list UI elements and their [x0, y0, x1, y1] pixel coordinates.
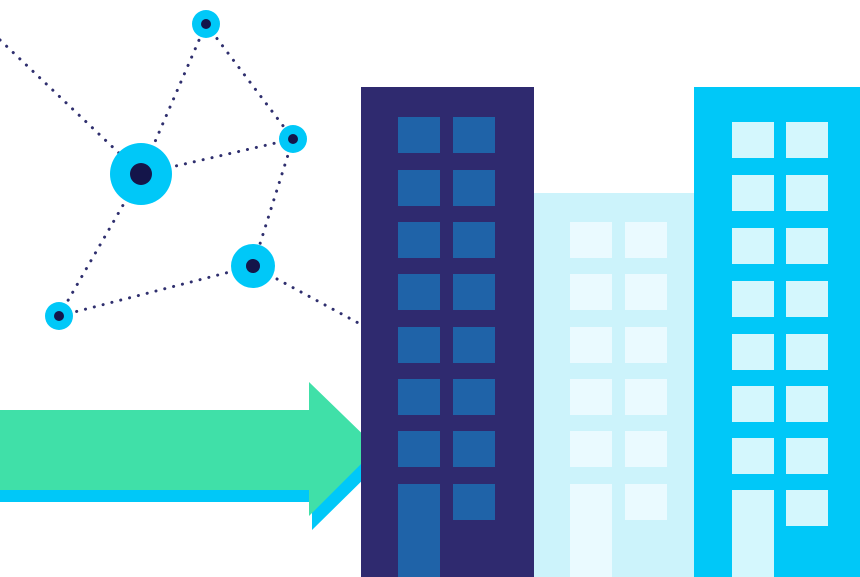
window	[570, 274, 612, 310]
network-link	[57, 264, 255, 318]
right-arrow-icon	[0, 382, 380, 530]
window	[625, 222, 667, 258]
node-core	[54, 311, 64, 321]
window	[625, 431, 667, 467]
window	[732, 334, 774, 370]
building-dark-windows	[398, 117, 495, 577]
window	[625, 327, 667, 363]
window	[732, 490, 774, 577]
window	[786, 228, 828, 264]
building-cyan-body	[694, 87, 860, 577]
arrow-face	[0, 382, 377, 516]
window	[453, 379, 495, 415]
window	[398, 484, 440, 577]
window	[570, 431, 612, 467]
building-dark	[361, 87, 534, 577]
window	[453, 274, 495, 310]
window	[453, 222, 495, 258]
window	[453, 170, 495, 206]
network-node	[110, 143, 172, 205]
window	[786, 438, 828, 474]
window	[732, 228, 774, 264]
window	[570, 379, 612, 415]
window	[398, 170, 440, 206]
node-core	[201, 19, 211, 29]
window	[732, 122, 774, 158]
building-light	[533, 193, 695, 577]
network-link	[204, 22, 295, 141]
building-cyan-windows	[732, 122, 828, 577]
window	[732, 175, 774, 211]
window	[625, 379, 667, 415]
window	[625, 274, 667, 310]
building-light-body	[533, 193, 695, 577]
window	[398, 117, 440, 153]
window	[398, 274, 440, 310]
window	[453, 327, 495, 363]
window	[786, 122, 828, 158]
network-node	[45, 302, 73, 330]
network-node	[192, 10, 220, 38]
network-graph-icon	[0, 10, 364, 330]
window	[786, 281, 828, 317]
window	[570, 484, 612, 577]
window	[453, 431, 495, 467]
window	[398, 431, 440, 467]
building-light-windows	[570, 222, 667, 577]
window	[732, 386, 774, 422]
network-node	[279, 125, 307, 153]
building-cyan	[694, 87, 860, 577]
node-core	[130, 163, 152, 185]
window	[786, 175, 828, 211]
window	[732, 438, 774, 474]
window	[732, 281, 774, 317]
window	[570, 327, 612, 363]
window	[786, 386, 828, 422]
window	[786, 334, 828, 370]
window	[570, 222, 612, 258]
window	[786, 490, 828, 526]
window	[398, 222, 440, 258]
window	[398, 327, 440, 363]
building-dark-body	[361, 87, 534, 577]
node-core	[288, 134, 298, 144]
node-core	[246, 259, 260, 273]
city-buildings-icon	[361, 87, 860, 577]
window	[453, 117, 495, 153]
network-node	[231, 244, 275, 288]
window	[398, 379, 440, 415]
window	[453, 484, 495, 520]
window	[625, 484, 667, 520]
